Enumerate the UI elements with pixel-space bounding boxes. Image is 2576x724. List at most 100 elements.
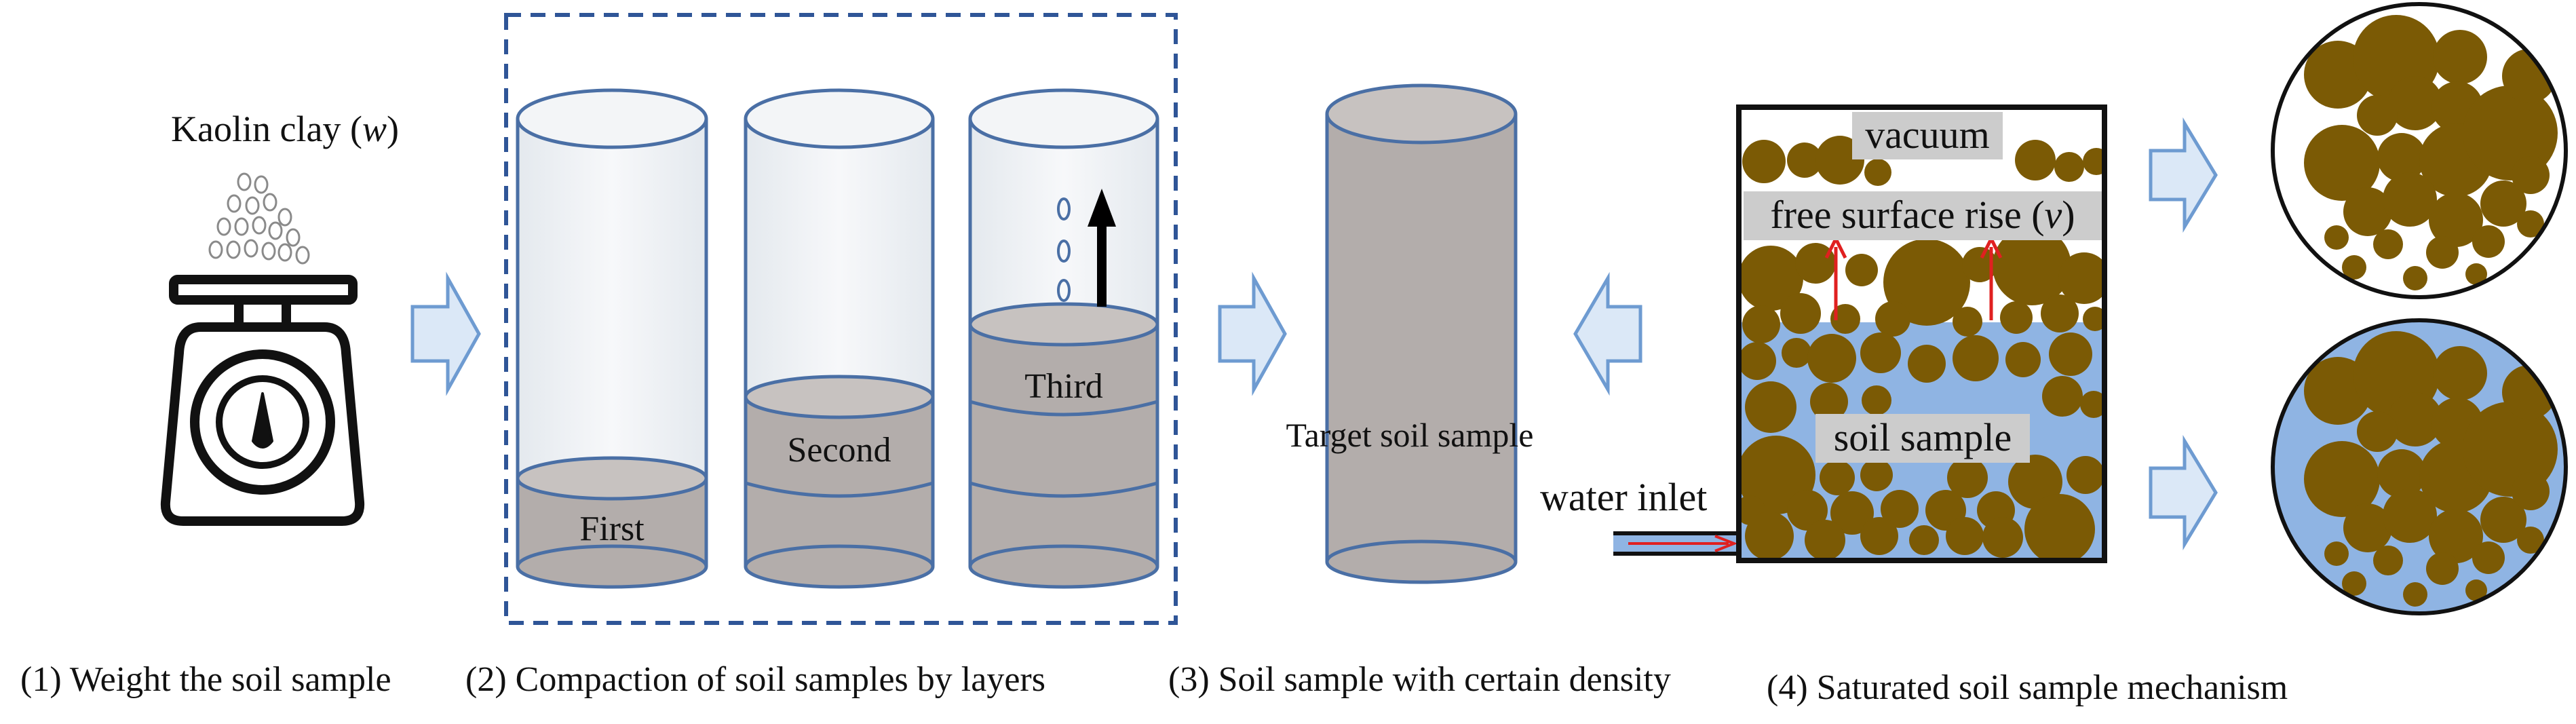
soil-particle — [2066, 456, 2104, 494]
soil-particle — [2472, 225, 2505, 258]
soil-particle — [1830, 304, 1860, 334]
soil-particle — [2373, 229, 2403, 259]
soil-particle — [2426, 236, 2459, 269]
sample-container: vacuum free surface rise (v) soil sample — [1736, 104, 2107, 563]
soil-particle — [1909, 525, 1939, 555]
soil-particle — [1739, 246, 1803, 311]
saturated-particles — [2304, 331, 2558, 607]
soil-particle — [2465, 263, 2487, 285]
air-bubbles — [1057, 197, 1071, 302]
soil-particle — [2054, 152, 2084, 182]
soil-particle — [1908, 345, 1946, 383]
soil-particle — [2426, 552, 2459, 585]
caption-step4: (4) Saturated soil sample mechanism — [1767, 668, 2288, 707]
soil-particle — [1947, 457, 1988, 498]
soil-particle — [1742, 305, 1780, 343]
soil-particle — [2388, 392, 2442, 446]
soil-particle — [2005, 342, 2041, 377]
soil-particle — [2000, 301, 2033, 334]
step4-group: water inlet vacuum free surface rise (v) — [1540, 2, 2568, 707]
soil-particle — [2324, 225, 2349, 250]
soil-particle — [1862, 385, 1891, 415]
right-arrow-icon — [1218, 271, 1287, 396]
soil-particle — [2388, 76, 2442, 130]
soil-particle — [1745, 512, 1794, 560]
soil-particle — [1795, 243, 1836, 284]
right-arrow-icon — [410, 271, 481, 396]
soil-particle — [2357, 95, 2398, 136]
soil-particle — [1810, 383, 1848, 421]
soil-particle — [1745, 381, 1796, 433]
water-inlet-pipe — [1613, 531, 1739, 556]
water-inlet-label: water inlet — [1540, 475, 1707, 519]
soil-particle — [2512, 472, 2550, 510]
soil-particle — [1962, 247, 1997, 282]
soil-particle — [2343, 503, 2392, 552]
soil-particle — [2517, 527, 2544, 554]
soil-particle — [2342, 255, 2366, 280]
soil-particle — [2383, 489, 2437, 543]
soil-particle — [1742, 140, 1786, 183]
soil-particle — [1787, 490, 1828, 531]
soil-particle — [2343, 187, 2392, 236]
soil-particle — [1780, 293, 1821, 334]
caption-step1: (1) Weight the soil sample — [20, 660, 391, 699]
dashed-frame — [504, 13, 1178, 625]
soil-particle — [1864, 159, 1891, 186]
soil-particle — [2015, 140, 2056, 180]
soil-particle — [1953, 307, 1982, 337]
soil-particle — [1845, 254, 1878, 286]
soil-particle — [2357, 411, 2398, 452]
layer-label-third: Third — [1024, 367, 1103, 406]
layer-label-first: First — [579, 510, 645, 548]
vacuum-label: vacuum — [1865, 113, 1990, 157]
right-arrow-icon — [2149, 435, 2218, 550]
soil-particle — [2049, 332, 2092, 376]
soil-particle — [2472, 541, 2505, 574]
soil-particle — [2083, 307, 2104, 331]
caption-step2: (2) Compaction of soil samples by layers — [465, 660, 1045, 699]
soil-particle — [2041, 294, 2079, 332]
soil-particle — [1860, 332, 1901, 373]
soil-particle — [1953, 335, 1999, 381]
soil-particle — [1883, 239, 1970, 326]
soil-particle — [2304, 125, 2380, 201]
soil-particle — [2429, 509, 2483, 563]
soil-particle — [2342, 571, 2366, 596]
soil-particle — [1982, 517, 2023, 558]
soil-particle — [1782, 338, 1811, 368]
layer-label-second: Second — [787, 431, 891, 470]
soil-particle — [2517, 210, 2544, 237]
soil-particle — [1787, 142, 1822, 178]
saturated-soil-circle — [2271, 318, 2568, 615]
caption-step3: (3) Soil sample with certain density — [1168, 660, 1671, 699]
step3-group: Target soil sample (3) Soil sample with … — [1168, 83, 1671, 699]
soil-particle — [1881, 490, 1919, 528]
soil-particle — [2304, 441, 2380, 517]
soil-particle — [1993, 227, 2071, 305]
step2-group: First Second — [465, 13, 1178, 699]
soil-particle — [2383, 172, 2437, 227]
soil-particle — [1946, 517, 1984, 555]
right-arrow-icon — [2149, 117, 2218, 233]
soil-particle — [2403, 582, 2427, 607]
soil-particle — [1875, 301, 1910, 337]
soil-particle — [2502, 365, 2556, 419]
soil-particle — [2042, 376, 2083, 417]
soil-particle — [2433, 30, 2487, 84]
soil-particle — [2373, 546, 2403, 575]
soil-particle — [2080, 391, 2104, 418]
soil-particle — [2465, 579, 2487, 601]
soil-particle — [2433, 346, 2487, 400]
soil-particle — [2502, 49, 2556, 103]
vacuum-label-box — [1852, 112, 2003, 159]
soil-particle — [2512, 156, 2550, 194]
soil-particle — [2429, 193, 2483, 247]
clay-granules — [208, 172, 310, 265]
soil-particle — [2480, 497, 2526, 543]
unsaturated-soil-circle — [2271, 2, 2568, 299]
soil-sample-label: soil sample — [1834, 415, 2012, 459]
target-soil-label: Target soil sample — [1286, 416, 1534, 454]
cylinder-first: First — [516, 88, 708, 589]
